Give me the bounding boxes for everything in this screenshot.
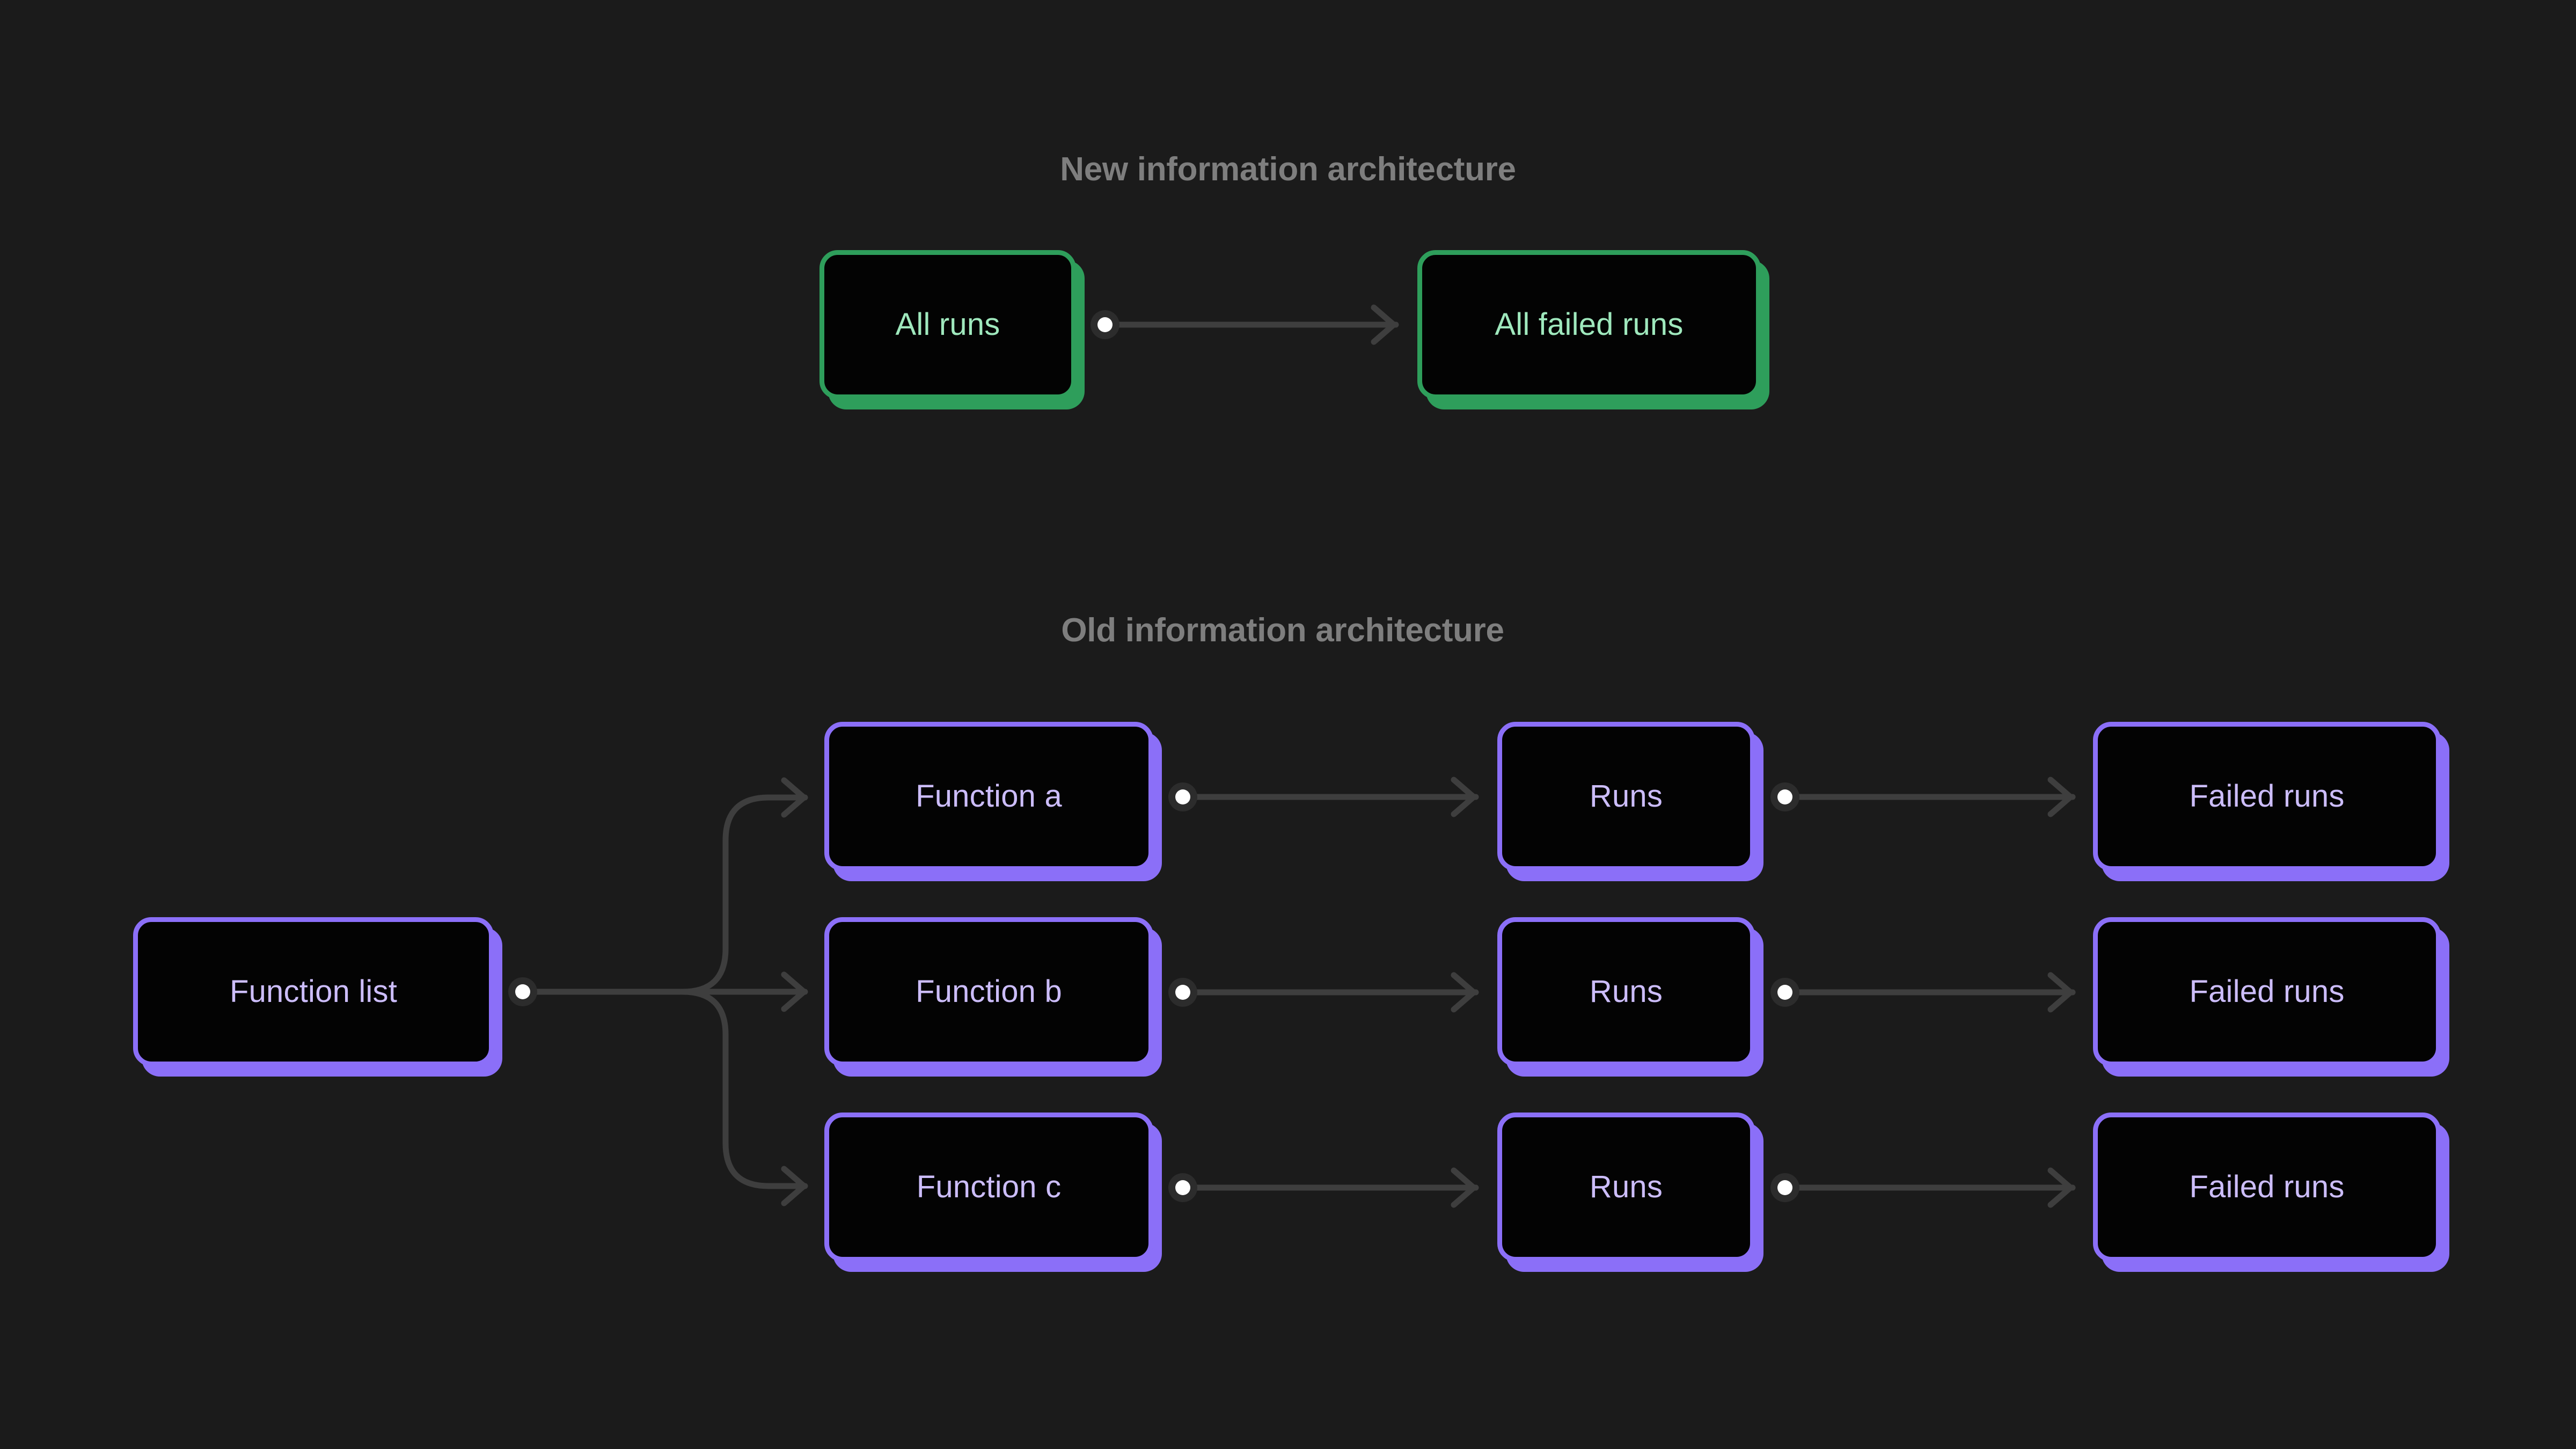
node-label: Function a [916, 779, 1062, 814]
node-label: Runs [1589, 974, 1663, 1009]
node-failed-runs-c[interactable]: Failed runs [2093, 1113, 2441, 1262]
node-runs-a[interactable]: Runs [1497, 722, 1755, 871]
node-function-c[interactable]: Function c [824, 1113, 1153, 1262]
node-function-list[interactable]: Function list [133, 917, 494, 1066]
edge-all-runs-to-all-failed-runs [1076, 301, 1419, 349]
edge-runs-c-to-failed-runs-c [1756, 1163, 2097, 1212]
edge-runs-a-to-failed-runs-a [1756, 773, 2097, 821]
node-function-a[interactable]: Function a [824, 722, 1153, 871]
node-function-b[interactable]: Function b [824, 917, 1153, 1066]
edge-function-list-branch [494, 714, 837, 1261]
edge-runs-b-to-failed-runs-b [1756, 968, 2097, 1016]
node-label: Function list [229, 974, 398, 1009]
node-all-failed-runs[interactable]: All failed runs [1417, 250, 1761, 399]
edge-function-c-to-runs-c [1154, 1163, 1500, 1212]
node-all-runs[interactable]: All runs [819, 250, 1076, 399]
node-label: Runs [1589, 1169, 1663, 1204]
node-label: Runs [1589, 779, 1663, 814]
node-label: Failed runs [2189, 779, 2345, 814]
node-label: All runs [895, 307, 1000, 342]
node-failed-runs-a[interactable]: Failed runs [2093, 722, 2441, 871]
section-heading-new-architecture: New information architecture [1060, 151, 1516, 188]
edge-function-a-to-runs-a [1154, 773, 1500, 821]
section-heading-old-architecture: Old information architecture [1061, 612, 1504, 649]
node-label: Failed runs [2189, 1169, 2345, 1204]
node-runs-c[interactable]: Runs [1497, 1113, 1755, 1262]
node-failed-runs-b[interactable]: Failed runs [2093, 917, 2441, 1066]
edge-function-b-to-runs-b [1154, 968, 1500, 1016]
node-label: Failed runs [2189, 974, 2345, 1009]
node-label: Function c [916, 1169, 1062, 1204]
node-label: All failed runs [1495, 307, 1684, 342]
node-runs-b[interactable]: Runs [1497, 917, 1755, 1066]
node-label: Function b [916, 974, 1062, 1009]
